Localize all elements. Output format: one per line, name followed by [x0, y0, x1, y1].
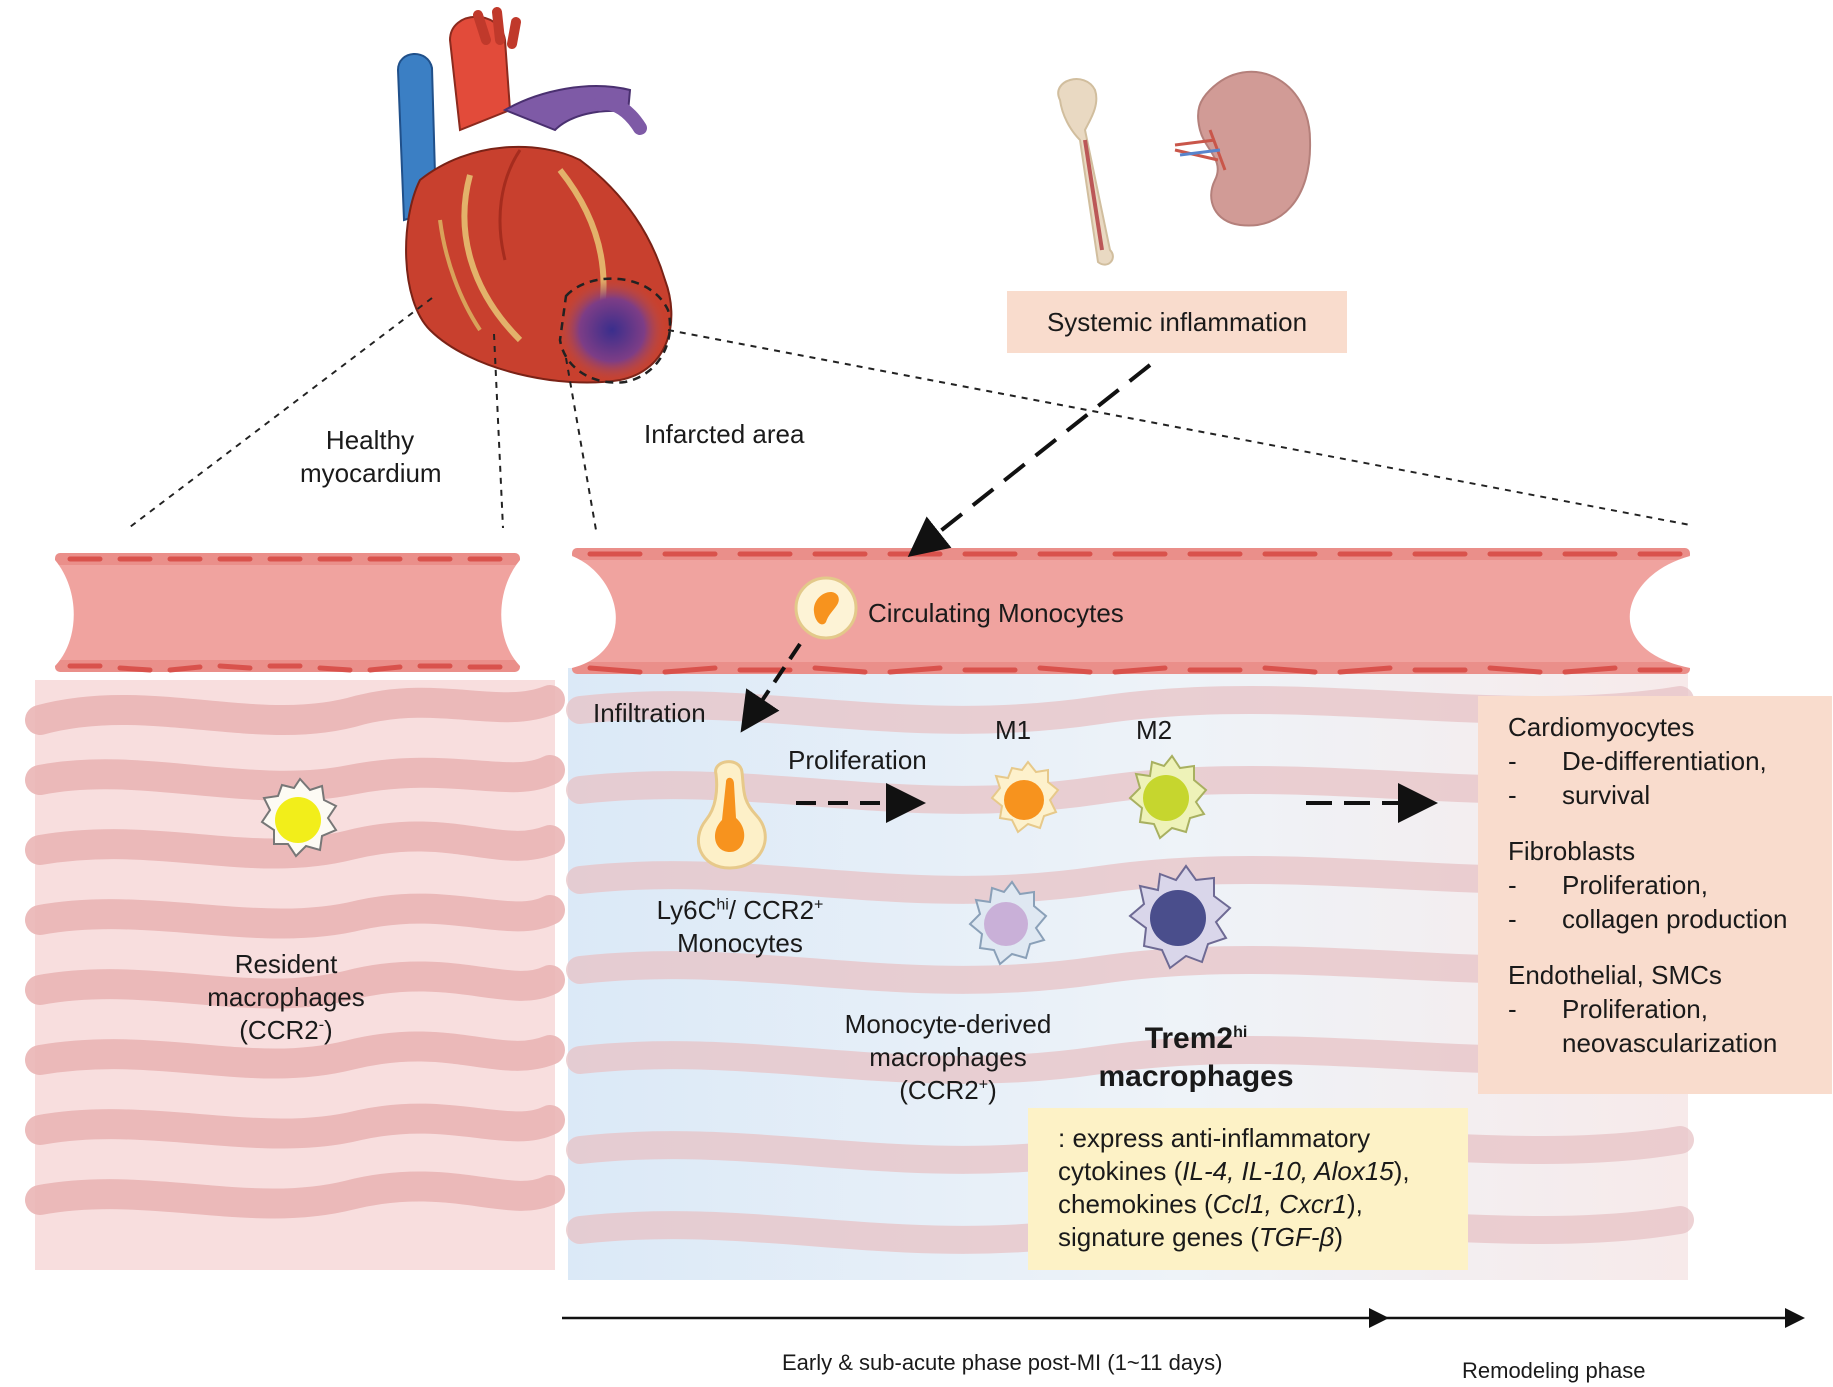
effects-item: - Proliferation, — [1508, 992, 1832, 1026]
monocyte-derived-macrophage-cell — [968, 880, 1048, 966]
effects-item-text: survival — [1562, 780, 1651, 810]
resident-line3-prefix: (CCR2 — [239, 1015, 319, 1045]
ly6c-text: Ly6C — [656, 895, 717, 925]
effects-item: - collagen production — [1508, 902, 1832, 936]
healthy-label-line2: myocardium — [300, 458, 442, 488]
proliferation-label: Proliferation — [788, 745, 927, 775]
m1-label: M1 — [995, 715, 1032, 745]
remodeling-phase-label: Remodeling phase — [1462, 1358, 1646, 1383]
resident-line3-suffix: ) — [324, 1015, 333, 1045]
effects-group-fibroblasts-title: Fibroblasts — [1508, 836, 1636, 866]
systemic-arrow — [907, 363, 1152, 557]
trem2-line2: macrophages — [1098, 1060, 1294, 1093]
early-phase-label: Early & sub-acute phase post-MI (1~11 da… — [782, 1350, 1223, 1375]
monoderived-line2: macrophages — [869, 1042, 1027, 1072]
monocyte-derived-macrophages-label: Monocyte-derived macrophages (CCR2+) — [828, 1008, 1068, 1107]
resident-line3-sup: - — [318, 1016, 325, 1034]
monoderived-line3-prefix: (CCR2 — [899, 1075, 979, 1105]
dash: - — [1508, 904, 1517, 934]
monoderived-line3-sup: + — [978, 1076, 989, 1094]
trem2-desc-line1: : express anti-inflammatory — [1058, 1123, 1371, 1153]
infiltration-arrow — [740, 642, 802, 733]
healthy-tissue — [25, 553, 565, 1270]
m2-macrophage-cell — [1128, 754, 1208, 840]
infiltration-label: Infiltration — [593, 698, 706, 728]
healthy-myocardium-label: Healthy myocardium — [300, 424, 442, 490]
trem2-description-box: : express anti-inflammatory cytokines (I… — [1028, 1108, 1468, 1270]
systemic-inflammation-box: Systemic inflammation — [1007, 291, 1347, 353]
ly6c-ccr2-sup: + — [814, 896, 824, 914]
effects-item-text: De-differentiation, — [1562, 746, 1767, 776]
effects-group-endothelial-title: Endothelial, SMCs — [1508, 960, 1722, 990]
ly6c-monocyte-cell — [696, 760, 767, 870]
dash: - — [1508, 780, 1517, 810]
trem2-sup: hi — [1233, 1024, 1248, 1041]
effects-group-cardiomyocytes-title: Cardiomyocytes — [1508, 712, 1695, 742]
trem2-text: Trem2 — [1144, 1022, 1234, 1055]
effects-item-text: Proliferation, — [1562, 994, 1708, 1024]
bone-spleen-illustration — [1057, 70, 1312, 266]
effects-item: - survival — [1508, 778, 1832, 812]
resident-line1: Resident — [234, 949, 338, 979]
circulating-monocyte-cell — [794, 576, 858, 640]
dash: - — [1508, 994, 1517, 1024]
trem2-macrophage-cell — [1128, 864, 1232, 970]
arrows — [562, 363, 1805, 1328]
resident-line2: macrophages — [207, 982, 365, 1012]
trem2-desc-line3: chemokines (Ccl1, Cxcr1), — [1058, 1189, 1363, 1219]
trem2-desc-line2: cytokines (IL-4, IL-10, Alox15), — [1058, 1156, 1410, 1186]
monoderived-line3-suffix: ) — [988, 1075, 997, 1105]
infarcted-area-label: Infarcted area — [644, 419, 805, 449]
ly6c-sup: hi — [716, 896, 729, 914]
monoderived-line1: Monocyte-derived — [844, 1009, 1052, 1039]
resident-macrophage-cell — [260, 777, 338, 858]
ly6c-line2: Monocytes — [677, 928, 803, 958]
dash: - — [1508, 870, 1517, 900]
circulating-monocytes-label: Circulating Monocytes — [868, 598, 1124, 628]
cell-effects-box: Cardiomyocytes - De-differentiation, - sur… — [1478, 696, 1832, 1094]
m1-macrophage-cell — [990, 760, 1060, 834]
effects-item-text: Proliferation, — [1562, 870, 1708, 900]
dash: - — [1508, 746, 1517, 776]
healthy-label-line1: Healthy — [325, 425, 415, 455]
m2-label: M2 — [1136, 715, 1173, 745]
heart-illustration — [396, 7, 673, 384]
effects-item-text: collagen production — [1562, 904, 1788, 934]
ly6c-monocytes-label: Ly6Chi/ CCR2+ Monocytes — [636, 894, 844, 960]
projection-lines — [125, 297, 1691, 531]
resident-macrophages-label: Resident macrophages (CCR2-) — [186, 948, 386, 1047]
effects-item: - Proliferation, — [1508, 868, 1832, 902]
systemic-inflammation-label: Systemic inflammation — [1046, 306, 1308, 337]
ly6c-ccr2-text: / CCR2 — [728, 895, 815, 925]
trem2-macrophages-label: Trem2hi macrophages — [1080, 1020, 1312, 1096]
effects-item: - De-differentiation, — [1508, 744, 1832, 778]
trem2-desc-line4: signature genes (TGF-β) — [1058, 1222, 1344, 1252]
effects-item: neovascularization — [1508, 1026, 1832, 1060]
effects-item-text: neovascularization — [1562, 1028, 1778, 1058]
